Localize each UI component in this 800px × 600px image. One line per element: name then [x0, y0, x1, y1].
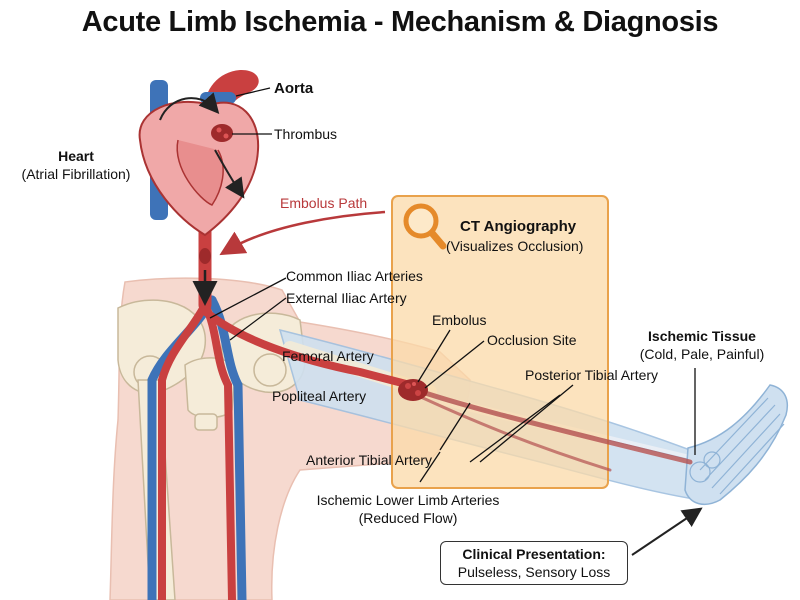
leader-lines [209, 87, 696, 483]
clinical-arrow [631, 507, 703, 556]
popliteal-artery-label: Popliteal Artery [272, 388, 367, 404]
external-iliac-label: External Iliac Artery [286, 290, 407, 306]
ct-angiography-box [391, 195, 609, 489]
page-title: Acute Limb Ischemia - Mechanism & Diagno… [81, 6, 719, 38]
thrombus-label: Thrombus [274, 126, 338, 142]
aortic-embolus [192, 248, 218, 306]
occlusion-site-label: Occlusion Site [487, 332, 577, 348]
clinical-presentation-box: Clinical Presentation: Pulseless, Sensor… [440, 541, 628, 585]
embolus-clot [398, 379, 428, 401]
heart [138, 69, 260, 237]
magnifier-icon [403, 203, 447, 250]
heart-title-label: Heart [58, 148, 94, 164]
ischemic-tissue-sub: (Cold, Pale, Painful) [639, 346, 765, 362]
heart-sub-label: (Atrial Fibrillation) [21, 166, 131, 182]
femoral-artery-label: Femoral Artery [282, 348, 374, 364]
embolus-path-arrow [219, 210, 386, 256]
embolus-label: Embolus [432, 312, 487, 328]
posterior-tibial-label: Posterior Tibial Artery [525, 367, 659, 383]
anterior-tibial-label: Anterior Tibial Artery [306, 452, 433, 468]
lower-limb-label-line2: (Reduced Flow) [358, 510, 458, 526]
ct-angiography-title: CT Angiography [460, 218, 577, 235]
common-iliac-label: Common Iliac Arteries [286, 268, 423, 284]
embolus-path-label: Embolus Path [280, 195, 368, 211]
clinical-presentation-sub: Pulseless, Sensory Loss [457, 564, 611, 580]
ct-angiography-sub: (Visualizes Occlusion) [446, 238, 584, 254]
ischemic-tissue-title: Ischemic Tissue [648, 328, 756, 344]
aorta-label: Aorta [274, 80, 314, 97]
lower-limb-label-line1: Ischemic Lower Limb Arteries [316, 492, 500, 508]
clinical-presentation-title: Clinical Presentation: [462, 546, 606, 562]
